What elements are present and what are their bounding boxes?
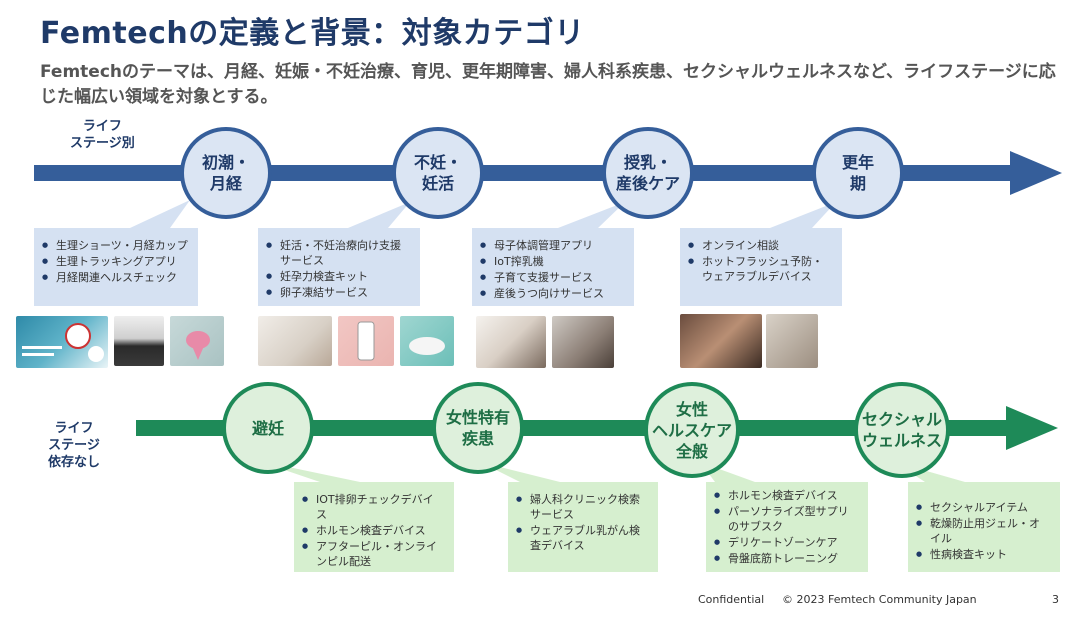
independent-arrow-head bbox=[1006, 406, 1058, 450]
list-item: 卵子凍結サービス bbox=[266, 285, 410, 300]
box-postpartum: 母子体調管理アプリ IoT搾乳機 子育て支援サービス 産後うつ向けサービス bbox=[472, 228, 634, 306]
list-item: アフターピル・オンラインピル配送 bbox=[302, 539, 444, 569]
node-fertility: 不妊・妊活 bbox=[392, 127, 484, 219]
box-general-health: ホルモン検査デバイス パーソナライズ型サプリのサブスク デリケートゾーンケア 骨… bbox=[706, 482, 868, 572]
node-female-disease-line1: 女性特有 bbox=[445, 408, 510, 427]
list-item: 乾燥防止用ジェル・オイル bbox=[916, 516, 1050, 546]
list-item: 妊孕力検査キット bbox=[266, 269, 410, 284]
list-item: 骨盤底筋トレーニング bbox=[714, 551, 858, 566]
list-item: 妊活・不妊治療向け支援サービス bbox=[266, 238, 410, 268]
list-item: セクシャルアイテム bbox=[916, 500, 1050, 515]
box-female-disease: 婦人科クリニック検索サービス ウェアラブル乳がん検査デバイス bbox=[508, 482, 658, 572]
independent-label-line1: ライフ bbox=[54, 421, 94, 436]
node-contraception: 避妊 bbox=[222, 382, 314, 474]
box-contraception: IOT排卵チェックデバイス ホルモン検査デバイス アフターピル・オンラインピル配… bbox=[294, 482, 454, 572]
callout-pointer-fertility bbox=[348, 202, 410, 228]
independent-axis bbox=[136, 420, 1010, 436]
node-menstruation: 初潮・月経 bbox=[180, 127, 272, 219]
node-female-disease: 女性特有疾患 bbox=[432, 382, 524, 474]
node-menopause-line1: 更年 bbox=[841, 153, 874, 172]
product-photo-mother bbox=[476, 316, 546, 368]
list-item: 性病検査キット bbox=[916, 547, 1050, 562]
product-photo-device bbox=[400, 316, 454, 366]
list-item: 産後うつ向けサービス bbox=[480, 286, 624, 301]
product-photo-phone bbox=[338, 316, 394, 366]
node-postpartum-line2: 産後ケア bbox=[615, 174, 680, 193]
node-general-health-line1: 女性 bbox=[675, 399, 708, 419]
callout-pointer-menopause bbox=[770, 202, 836, 228]
node-general-health-line3: 全般 bbox=[675, 441, 708, 461]
footer-confidential: Confidential bbox=[698, 593, 765, 606]
list-item: ホルモン検査デバイス bbox=[714, 488, 858, 503]
node-fertility-line1: 不妊・ bbox=[413, 153, 462, 172]
node-menopause: 更年期 bbox=[812, 127, 904, 219]
life-stage-label-line1: ライフ bbox=[82, 119, 122, 134]
list-item: IOT排卵チェックデバイス bbox=[302, 492, 444, 522]
box-fertility: 妊活・不妊治療向け支援サービス 妊孕力検査キット 卵子凍結サービス bbox=[258, 228, 420, 306]
list-item: パーソナライズ型サプリのサブスク bbox=[714, 504, 858, 534]
independent-label-line3: 依存なし bbox=[48, 455, 101, 470]
node-female-disease-line2: 疾患 bbox=[461, 429, 494, 448]
product-photo-wearable bbox=[766, 314, 818, 368]
page-subtitle: Femtechのテーマは、月経、妊娠・不妊治療、育児、更年期障害、婦人科系疾患、… bbox=[40, 62, 1056, 107]
independent-label-line2: ステージ bbox=[48, 438, 100, 453]
list-item: 月経関連ヘルスチェック bbox=[42, 270, 188, 285]
box-sexual-wellness: セクシャルアイテム 乾燥防止用ジェル・オイル 性病検査キット bbox=[908, 482, 1060, 572]
list-item: 生理ショーツ・月経カップ bbox=[42, 238, 188, 253]
node-sexual-wellness: セクシャルウェルネス bbox=[854, 382, 950, 478]
independent-row-label: ライフ ステージ 依存なし bbox=[48, 420, 100, 471]
product-photo-kit bbox=[258, 316, 332, 366]
node-postpartum-line1: 授乳・ bbox=[623, 153, 672, 172]
product-photo-pump bbox=[552, 316, 614, 368]
node-menstruation-line2: 月経 bbox=[209, 174, 242, 193]
list-item: IoT搾乳機 bbox=[480, 254, 624, 269]
node-fertility-line2: 妊活 bbox=[421, 174, 454, 193]
list-item: オンライン相談 bbox=[688, 238, 832, 253]
node-general-health: 女性ヘルスケア全般 bbox=[644, 382, 740, 478]
list-item: ホルモン検査デバイス bbox=[302, 523, 444, 538]
node-postpartum: 授乳・産後ケア bbox=[602, 127, 694, 219]
list-item: 婦人科クリニック検索サービス bbox=[516, 492, 648, 522]
node-menstruation-line1: 初潮・ bbox=[201, 153, 250, 172]
node-sexual-wellness-line1: セクシャル bbox=[861, 410, 942, 429]
list-item: ホットフラッシュ予防・ウェアラブルデバイス bbox=[688, 254, 832, 284]
life-stage-row-label: ライフ ステージ別 bbox=[70, 118, 135, 152]
page-title: Femtechの定義と背景：対象カテゴリ bbox=[40, 16, 585, 51]
list-item: 生理トラッキングアプリ bbox=[42, 254, 188, 269]
list-item: デリケートゾーンケア bbox=[714, 535, 858, 550]
list-item: 母子体調管理アプリ bbox=[480, 238, 624, 253]
footer-copyright: © 2023 Femtech Community Japan bbox=[782, 593, 977, 606]
node-sexual-wellness-line2: ウェルネス bbox=[861, 431, 942, 450]
life-stage-arrow-head bbox=[1010, 151, 1062, 195]
product-photo-woman bbox=[680, 314, 762, 368]
life-stage-axis bbox=[34, 165, 1014, 181]
box-menopause: オンライン相談 ホットフラッシュ予防・ウェアラブルデバイス bbox=[680, 228, 842, 306]
node-general-health-line2: ヘルスケア bbox=[651, 420, 732, 440]
page-number: 3 bbox=[1052, 593, 1059, 606]
life-stage-label-line2: ステージ別 bbox=[70, 136, 135, 151]
list-item: ウェアラブル乳がん検査デバイス bbox=[516, 523, 648, 553]
callout-pointer-postpartum bbox=[558, 202, 625, 228]
box-menstruation: 生理ショーツ・月経カップ 生理トラッキングアプリ 月経関連ヘルスチェック bbox=[34, 228, 198, 306]
node-contraception-line1: 避妊 bbox=[251, 418, 284, 438]
list-item: 子育て支援サービス bbox=[480, 270, 624, 285]
product-photo-shorts bbox=[114, 316, 164, 366]
product-photo-cup bbox=[170, 316, 224, 366]
node-menopause-line2: 期 bbox=[849, 174, 866, 193]
callout-pointer-menstruation bbox=[130, 200, 190, 228]
product-photo-app bbox=[16, 316, 108, 368]
